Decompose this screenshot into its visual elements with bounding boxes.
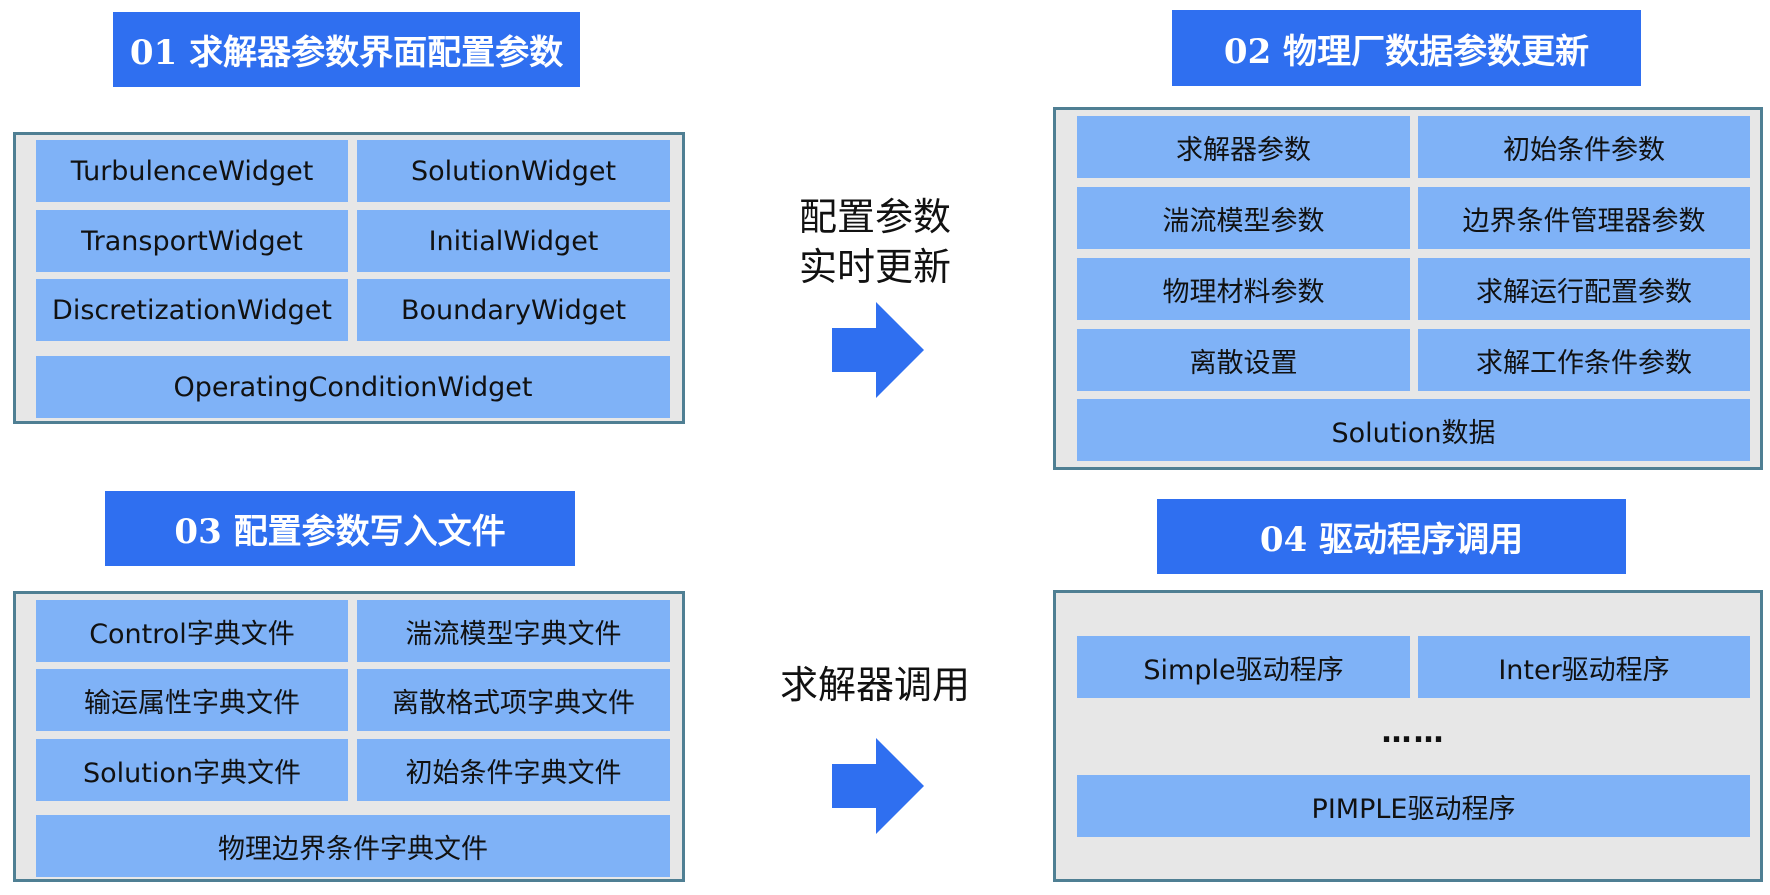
top-connector-line1: 配置参数 bbox=[798, 195, 951, 239]
initial-widget-cell: InitialWidget bbox=[357, 210, 670, 272]
boundary-manager-params-cell: 边界条件管理器参数 bbox=[1418, 187, 1750, 249]
section3-panel: Control字典文件 湍流模型字典文件 输运属性字典文件 离散格式项字典文件 … bbox=[13, 591, 685, 882]
right-arrow-icon bbox=[832, 302, 924, 398]
right-arrow-icon bbox=[832, 738, 924, 834]
discretization-dict-cell: 离散格式项字典文件 bbox=[357, 669, 670, 731]
operating-condition-widget-cell: OperatingConditionWidget bbox=[36, 356, 670, 418]
solution-data-cell: Solution数据 bbox=[1077, 399, 1750, 461]
ellipsis: …… bbox=[1381, 715, 1446, 750]
discretization-widget-cell: DiscretizationWidget bbox=[36, 279, 348, 341]
boundary-widget-cell: BoundaryWidget bbox=[357, 279, 670, 341]
control-dict-cell: Control字典文件 bbox=[36, 600, 348, 662]
top-connector-line2: 实时更新 bbox=[798, 245, 951, 289]
section2-title: 02 物理厂数据参数更新 bbox=[1172, 10, 1641, 86]
run-config-params-cell: 求解运行配置参数 bbox=[1418, 258, 1750, 320]
bottom-connector-label: 求解器调用 bbox=[779, 663, 970, 707]
transport-widget-cell: TransportWidget bbox=[36, 210, 348, 272]
boundary-condition-dict-cell: 物理边界条件字典文件 bbox=[36, 815, 670, 877]
pimple-driver-cell: PIMPLE驱动程序 bbox=[1077, 775, 1750, 837]
section4-title: 04 驱动程序调用 bbox=[1157, 499, 1626, 574]
top-connector-label: 配置参数 实时更新 bbox=[775, 192, 975, 292]
initial-condition-params-cell: 初始条件参数 bbox=[1418, 116, 1750, 178]
solution-widget-cell: SolutionWidget bbox=[357, 140, 670, 202]
turbulence-dict-cell: 湍流模型字典文件 bbox=[357, 600, 670, 662]
section3-title: 03 配置参数写入文件 bbox=[105, 491, 575, 566]
section1-title: 01 求解器参数界面配置参数 bbox=[113, 12, 580, 87]
initial-condition-dict-cell: 初始条件字典文件 bbox=[357, 739, 670, 801]
discretization-settings-cell: 离散设置 bbox=[1077, 329, 1410, 391]
turbulence-widget-cell: TurbulenceWidget bbox=[36, 140, 348, 202]
section1-panel: TurbulenceWidget SolutionWidget Transpor… bbox=[13, 132, 685, 424]
solver-params-cell: 求解器参数 bbox=[1077, 116, 1410, 178]
section4-panel: Simple驱动程序 Inter驱动程序 …… PIMPLE驱动程序 bbox=[1053, 590, 1763, 882]
turbulence-model-params-cell: 湍流模型参数 bbox=[1077, 187, 1410, 249]
operating-condition-params-cell: 求解工作条件参数 bbox=[1418, 329, 1750, 391]
material-params-cell: 物理材料参数 bbox=[1077, 258, 1410, 320]
solution-dict-cell: Solution字典文件 bbox=[36, 739, 348, 801]
transport-dict-cell: 输运属性字典文件 bbox=[36, 669, 348, 731]
section2-panel: 求解器参数 初始条件参数 湍流模型参数 边界条件管理器参数 物理材料参数 求解运… bbox=[1053, 107, 1763, 470]
simple-driver-cell: Simple驱动程序 bbox=[1077, 636, 1410, 698]
inter-driver-cell: Inter驱动程序 bbox=[1418, 636, 1750, 698]
